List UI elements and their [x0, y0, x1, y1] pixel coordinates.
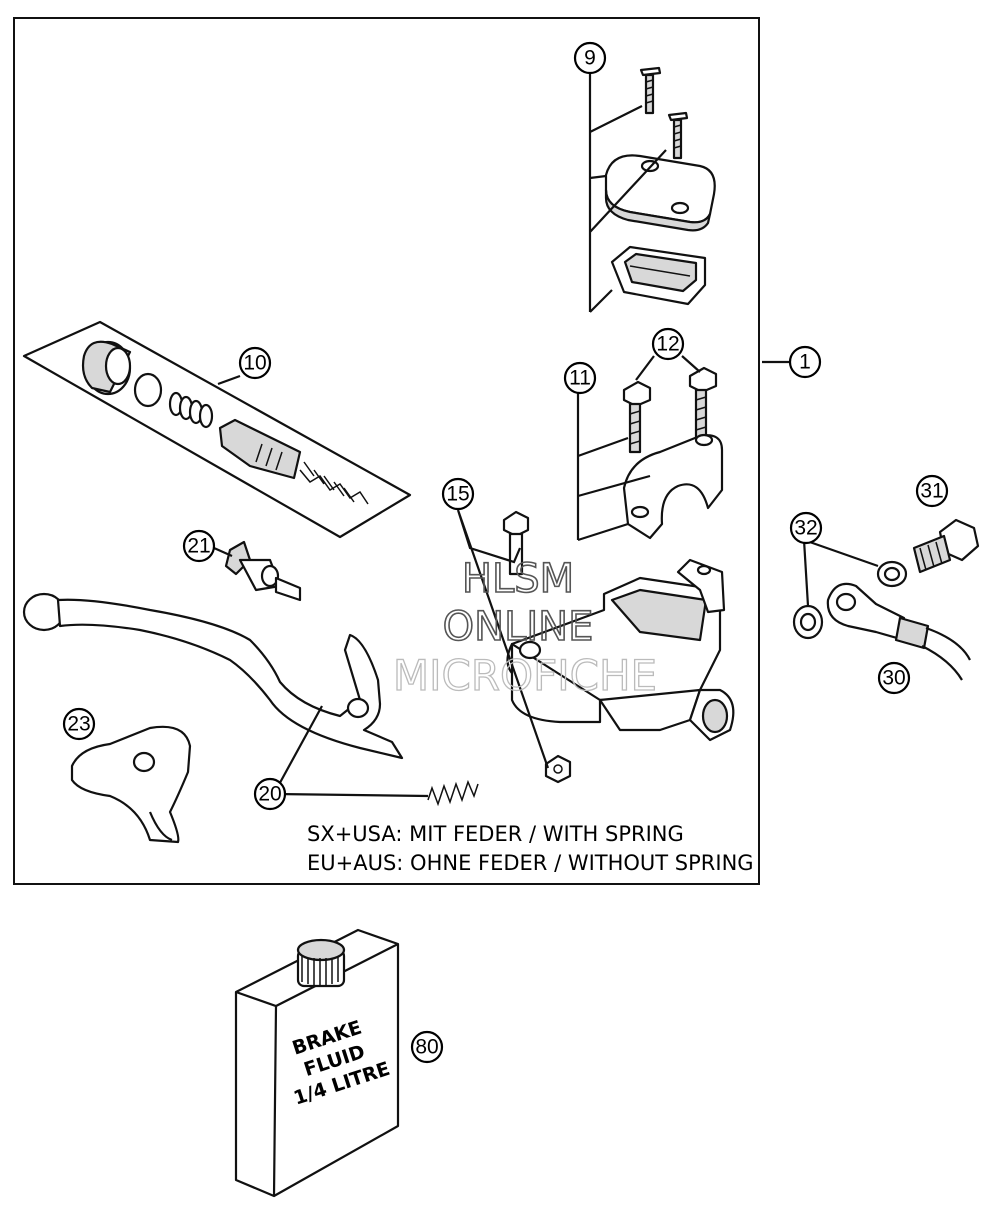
diaphragm-icon	[610, 245, 707, 306]
bolt-icon	[502, 510, 530, 576]
svg-text:12: 12	[656, 333, 679, 356]
watermark-microfiche: MICROFICHE	[393, 651, 657, 700]
washer-icon	[792, 604, 824, 640]
svg-text:11: 11	[569, 367, 591, 390]
callout-11: 11	[563, 361, 597, 395]
washer-icon	[876, 560, 908, 588]
note-without-spring: EU+AUS: OHNE FEDER / WITHOUT SPRING	[307, 851, 754, 875]
adjuster-icon	[224, 540, 302, 602]
callout-32: 32	[789, 511, 823, 545]
reservoir-cover-icon	[604, 154, 716, 232]
banjo-bolt-icon	[912, 518, 980, 574]
svg-text:80: 80	[415, 1036, 438, 1059]
screw-icon	[639, 66, 662, 115]
screw-icon	[667, 111, 689, 160]
note-with-spring: SX+USA: MIT FEDER / WITH SPRING	[307, 822, 684, 846]
callout-1: 1	[788, 345, 822, 379]
assembly-frame	[13, 17, 760, 885]
callout-30: 30	[877, 661, 911, 695]
brake-line-icon	[826, 582, 971, 681]
nut-icon	[544, 754, 572, 784]
master-cylinder-icon	[506, 558, 735, 742]
svg-text:20: 20	[258, 783, 281, 806]
svg-text:10: 10	[243, 352, 266, 375]
callout-15: 15	[441, 477, 475, 511]
clamp-icon	[622, 433, 724, 540]
svg-text:31: 31	[920, 480, 943, 503]
callout-9: 9	[573, 41, 607, 75]
spring-icon	[427, 779, 479, 807]
lever-guard-icon	[70, 725, 192, 844]
callout-31: 31	[915, 474, 949, 508]
svg-text:30: 30	[882, 667, 905, 690]
callout-20: 20	[253, 777, 287, 811]
callout-80: 80	[410, 1030, 444, 1064]
svg-text:23: 23	[67, 713, 90, 736]
svg-text:32: 32	[794, 517, 817, 540]
callout-12: 12	[651, 327, 685, 361]
bolt-icon	[688, 366, 718, 440]
piston-kit-icon	[22, 320, 412, 539]
svg-text:9: 9	[584, 47, 596, 70]
fluid-can-icon	[234, 928, 400, 1198]
watermark-hlsm: HLSM	[462, 556, 574, 602]
callout-21: 21	[182, 529, 216, 563]
callout-23: 23	[62, 707, 96, 741]
callout-10: 10	[238, 346, 272, 380]
watermark-online: ONLINE	[443, 604, 594, 650]
svg-text:15: 15	[446, 483, 469, 506]
svg-text:1: 1	[799, 351, 811, 374]
svg-text:21: 21	[187, 535, 210, 558]
bolt-icon	[622, 380, 652, 454]
